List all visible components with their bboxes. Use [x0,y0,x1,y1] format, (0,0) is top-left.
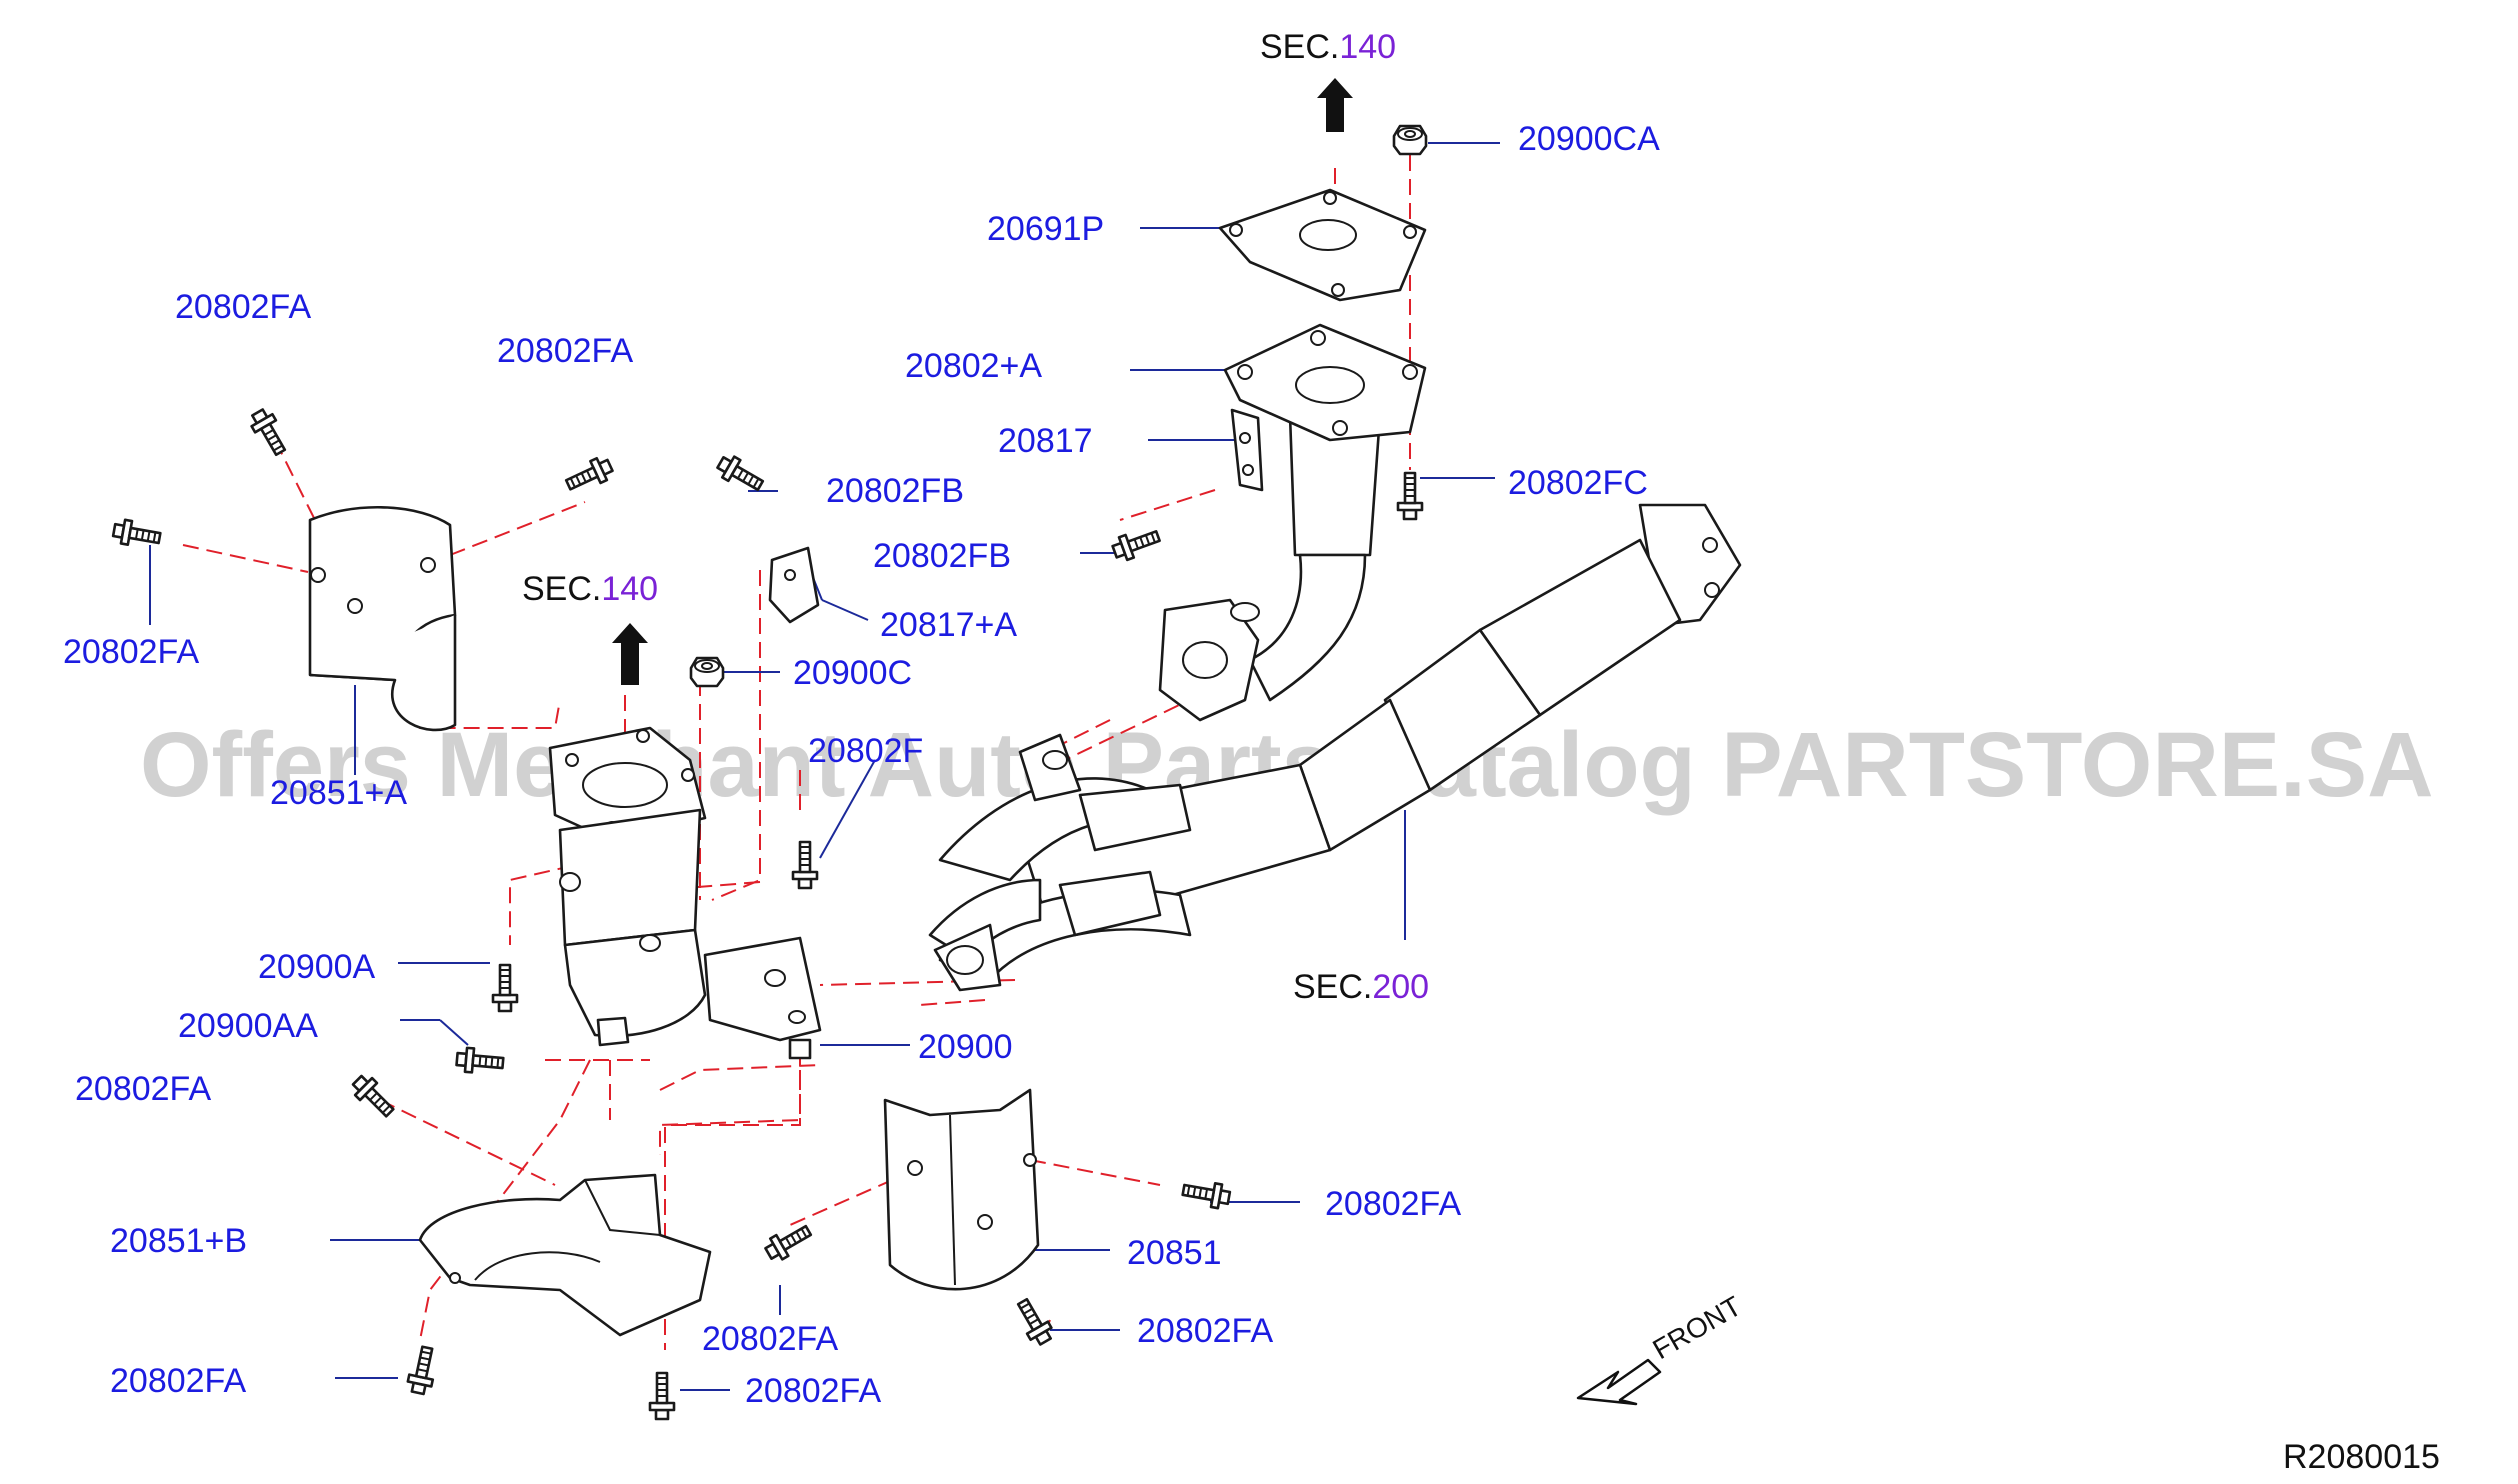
bolt-icon [648,1371,676,1421]
part-labels: 20802FA 20802FA 20802FA 20802FB 20802FB … [63,120,1660,1410]
diagram-ref-code: R2080015 [2283,1438,2440,1476]
part-label-20900a[interactable]: 20900A [258,948,376,986]
part-label-20851[interactable]: 20851 [1127,1234,1222,1272]
nut-icon [1392,124,1428,156]
nut-icon [689,656,725,688]
part-label-20802fa[interactable]: 20802FA [745,1372,881,1410]
bolt-icon [761,1218,816,1266]
bolt-icon [1109,523,1164,565]
bracket-20817a [768,546,820,624]
arrow-front-icon [1576,1358,1662,1406]
part-label-20851a[interactable]: 20851+A [270,774,407,812]
arrow-up-icon [1317,78,1353,132]
part-label-20802fa[interactable]: 20802FA [110,1362,246,1400]
bolt-icon [347,1070,400,1123]
bolt-icon [1010,1294,1058,1349]
part-label-20900ca[interactable]: 20900CA [1518,120,1660,158]
bolt-icon [454,1045,506,1077]
bolt-icon [1396,471,1424,521]
bolt-icon [1180,1176,1233,1212]
leader-lines [149,142,1500,1391]
bolt-icon [404,1343,441,1397]
arrow-up-icon [612,623,648,685]
part-label-20802fa[interactable]: 20802FA [175,288,311,326]
bolt-icon [491,963,519,1013]
part-label-20817a[interactable]: 20817+A [880,606,1017,644]
part-label-20802fc[interactable]: 20802FC [1508,464,1648,502]
heat-shield-20851a [308,506,457,732]
section-ref-mid: SEC.140 [522,570,658,608]
part-label-20900aa[interactable]: 20900AA [178,1007,318,1045]
part-label-20802f[interactable]: 20802F [808,732,923,770]
part-label-20802fb[interactable]: 20802FB [826,472,964,510]
section-ref-top: SEC.140 [1260,28,1396,66]
part-label-20851b[interactable]: 20851+B [110,1222,247,1260]
part-label-20802fa[interactable]: 20802FA [63,633,199,671]
bolt-icon [561,453,617,497]
front-exhaust-pipe [928,503,1742,992]
part-label-20900c[interactable]: 20900C [793,654,912,692]
bracket-20817 [1230,408,1264,492]
part-label-20802fa[interactable]: 20802FA [702,1320,838,1358]
part-label-20802fa[interactable]: 20802FA [1325,1185,1461,1223]
bolt-icon [713,450,768,498]
bolt-icon [791,840,819,890]
heat-shield-20851 [883,1088,1040,1291]
part-label-20802a[interactable]: 20802+A [905,347,1042,385]
bolt-icon [110,516,163,552]
front-label: FRONT [1648,1290,1747,1365]
middle-converter [548,726,822,1060]
part-label-20802fa[interactable]: 20802FA [75,1070,211,1108]
section-ref-exhaust: SEC.200 [1293,968,1429,1006]
upper-converter-20802a [1158,323,1427,722]
part-label-20802fa[interactable]: 20802FA [1137,1312,1273,1350]
bolt-icon [245,405,293,460]
part-label-20802fb[interactable]: 20802FB [873,537,1011,575]
gasket-20691p [1218,188,1427,302]
part-label-20900[interactable]: 20900 [918,1028,1013,1066]
part-label-20691p[interactable]: 20691P [987,210,1104,248]
bolt-icon-group [110,405,1424,1421]
part-label-20817[interactable]: 20817 [998,422,1093,460]
heat-shield-20851b [418,1173,712,1337]
part-label-20802fa[interactable]: 20802FA [497,332,633,370]
